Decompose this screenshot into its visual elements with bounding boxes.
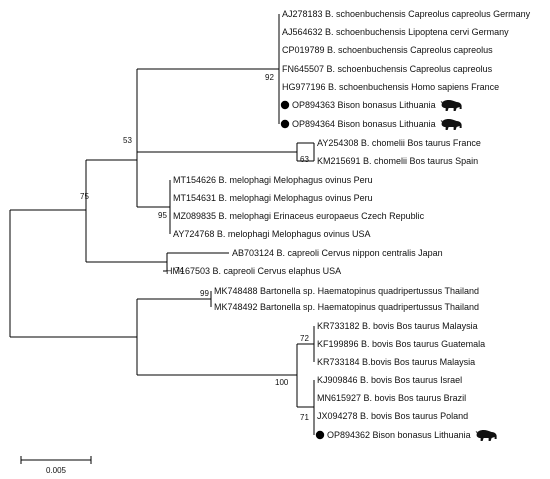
bootstrap-capreoli-clade: 74 [175,266,184,275]
leaf-label-l24: OP894362 Bison bonasus Lithuania [327,430,471,440]
bootstrap-melophagi-clade: 95 [158,211,167,220]
leaf-label-l16: MK748488 Bartonella sp. Haematopinus qua… [214,286,479,296]
leaf-label-l1: AJ278183 B. schoenbuchensis Capreolus ca… [282,9,531,19]
bison-icon [475,430,497,441]
leaf-label-l23: JX094278 B. bovis Bos taurus Poland [317,411,468,421]
leaf-label-l11: MT154631 B. melophagi Melophagus ovinus … [173,193,373,203]
bootstrap-bartonella-sp-clade: 99 [200,289,209,298]
leaf-label-l21: KJ909846 B. bovis Bos taurus Israel [317,375,462,385]
leaf-label-l10: MT154626 B. melophagi Melophagus ovinus … [173,175,373,185]
bootstrap-values: 92 53 63 75 95 74 99 100 72 71 [80,73,309,422]
leaf-labels: AJ278183 B. schoenbuchensis Capreolus ca… [166,9,531,441]
bootstrap-bovis-clade: 100 [275,378,289,387]
leaf-label-l3: CP019789 B. schoenbuchensis Capreolus ca… [282,45,493,55]
scale-bar: 0.005 [20,456,92,475]
leaf-label-l20: KR733184 B.bovis Bos taurus Malaysia [317,357,475,367]
leaf-label-l8: AY254308 B. chomelii Bos taurus France [317,138,481,148]
leaf-label-l2: AJ564632 B. schoenbuchensis Lipoptena ce… [282,27,509,37]
leaf-label-l22: MN615927 B. bovis Bos taurus Brazil [317,393,466,403]
leaf-label-l18: KR733182 B. bovis Bos taurus Malaysia [317,321,478,331]
leaf-label-l9: KM215691 B. chomelii Bos taurus Spain [317,156,478,166]
tree-branches [9,14,315,435]
leaf-label-l17: MK748492 Bartonella sp. Haematopinus qua… [214,302,479,312]
scale-bar-label: 0.005 [46,466,67,475]
bootstrap-main-clade: 75 [80,192,89,201]
bison-marker-dot [315,430,325,440]
bison-icon [440,119,462,130]
leaf-label-l19: KF199896 B. bovis Bos taurus Guatemala [317,339,485,349]
bison-marker-dot [280,100,290,110]
leaf-label-l6: OP894363 Bison bonasus Lithuania [292,100,436,110]
leaf-label-l14: AB703124 B. capreoli Cervus nippon centr… [232,248,443,258]
leaf-label-l15: HM167503 B. capreoli Cervus elaphus USA [166,266,341,276]
leaf-label-l13: AY724768 B. melophagi Melophagus ovinus … [173,229,370,239]
leaf-label-l12: MZ089835 B. melophagi Erinaceus europaeu… [173,211,425,221]
leaf-label-l4: FN645507 B. schoenbuchensis Capreolus ca… [282,64,493,74]
bison-icon [440,100,462,111]
bootstrap-bovis-subclade-a: 72 [300,334,309,343]
bison-marker-dot [280,119,290,129]
bootstrap-schoen-chomelii-clade: 53 [123,136,132,145]
bootstrap-chomelii-clade: 63 [300,155,309,164]
leaf-label-l5: HG977196 B. schoenbuchensis Homo sapiens… [282,82,499,92]
leaf-label-l7: OP894364 Bison bonasus Lithuania [292,119,436,129]
bootstrap-schoenbuchensis-clade: 92 [265,73,274,82]
bootstrap-bovis-subclade-b: 71 [300,413,309,422]
